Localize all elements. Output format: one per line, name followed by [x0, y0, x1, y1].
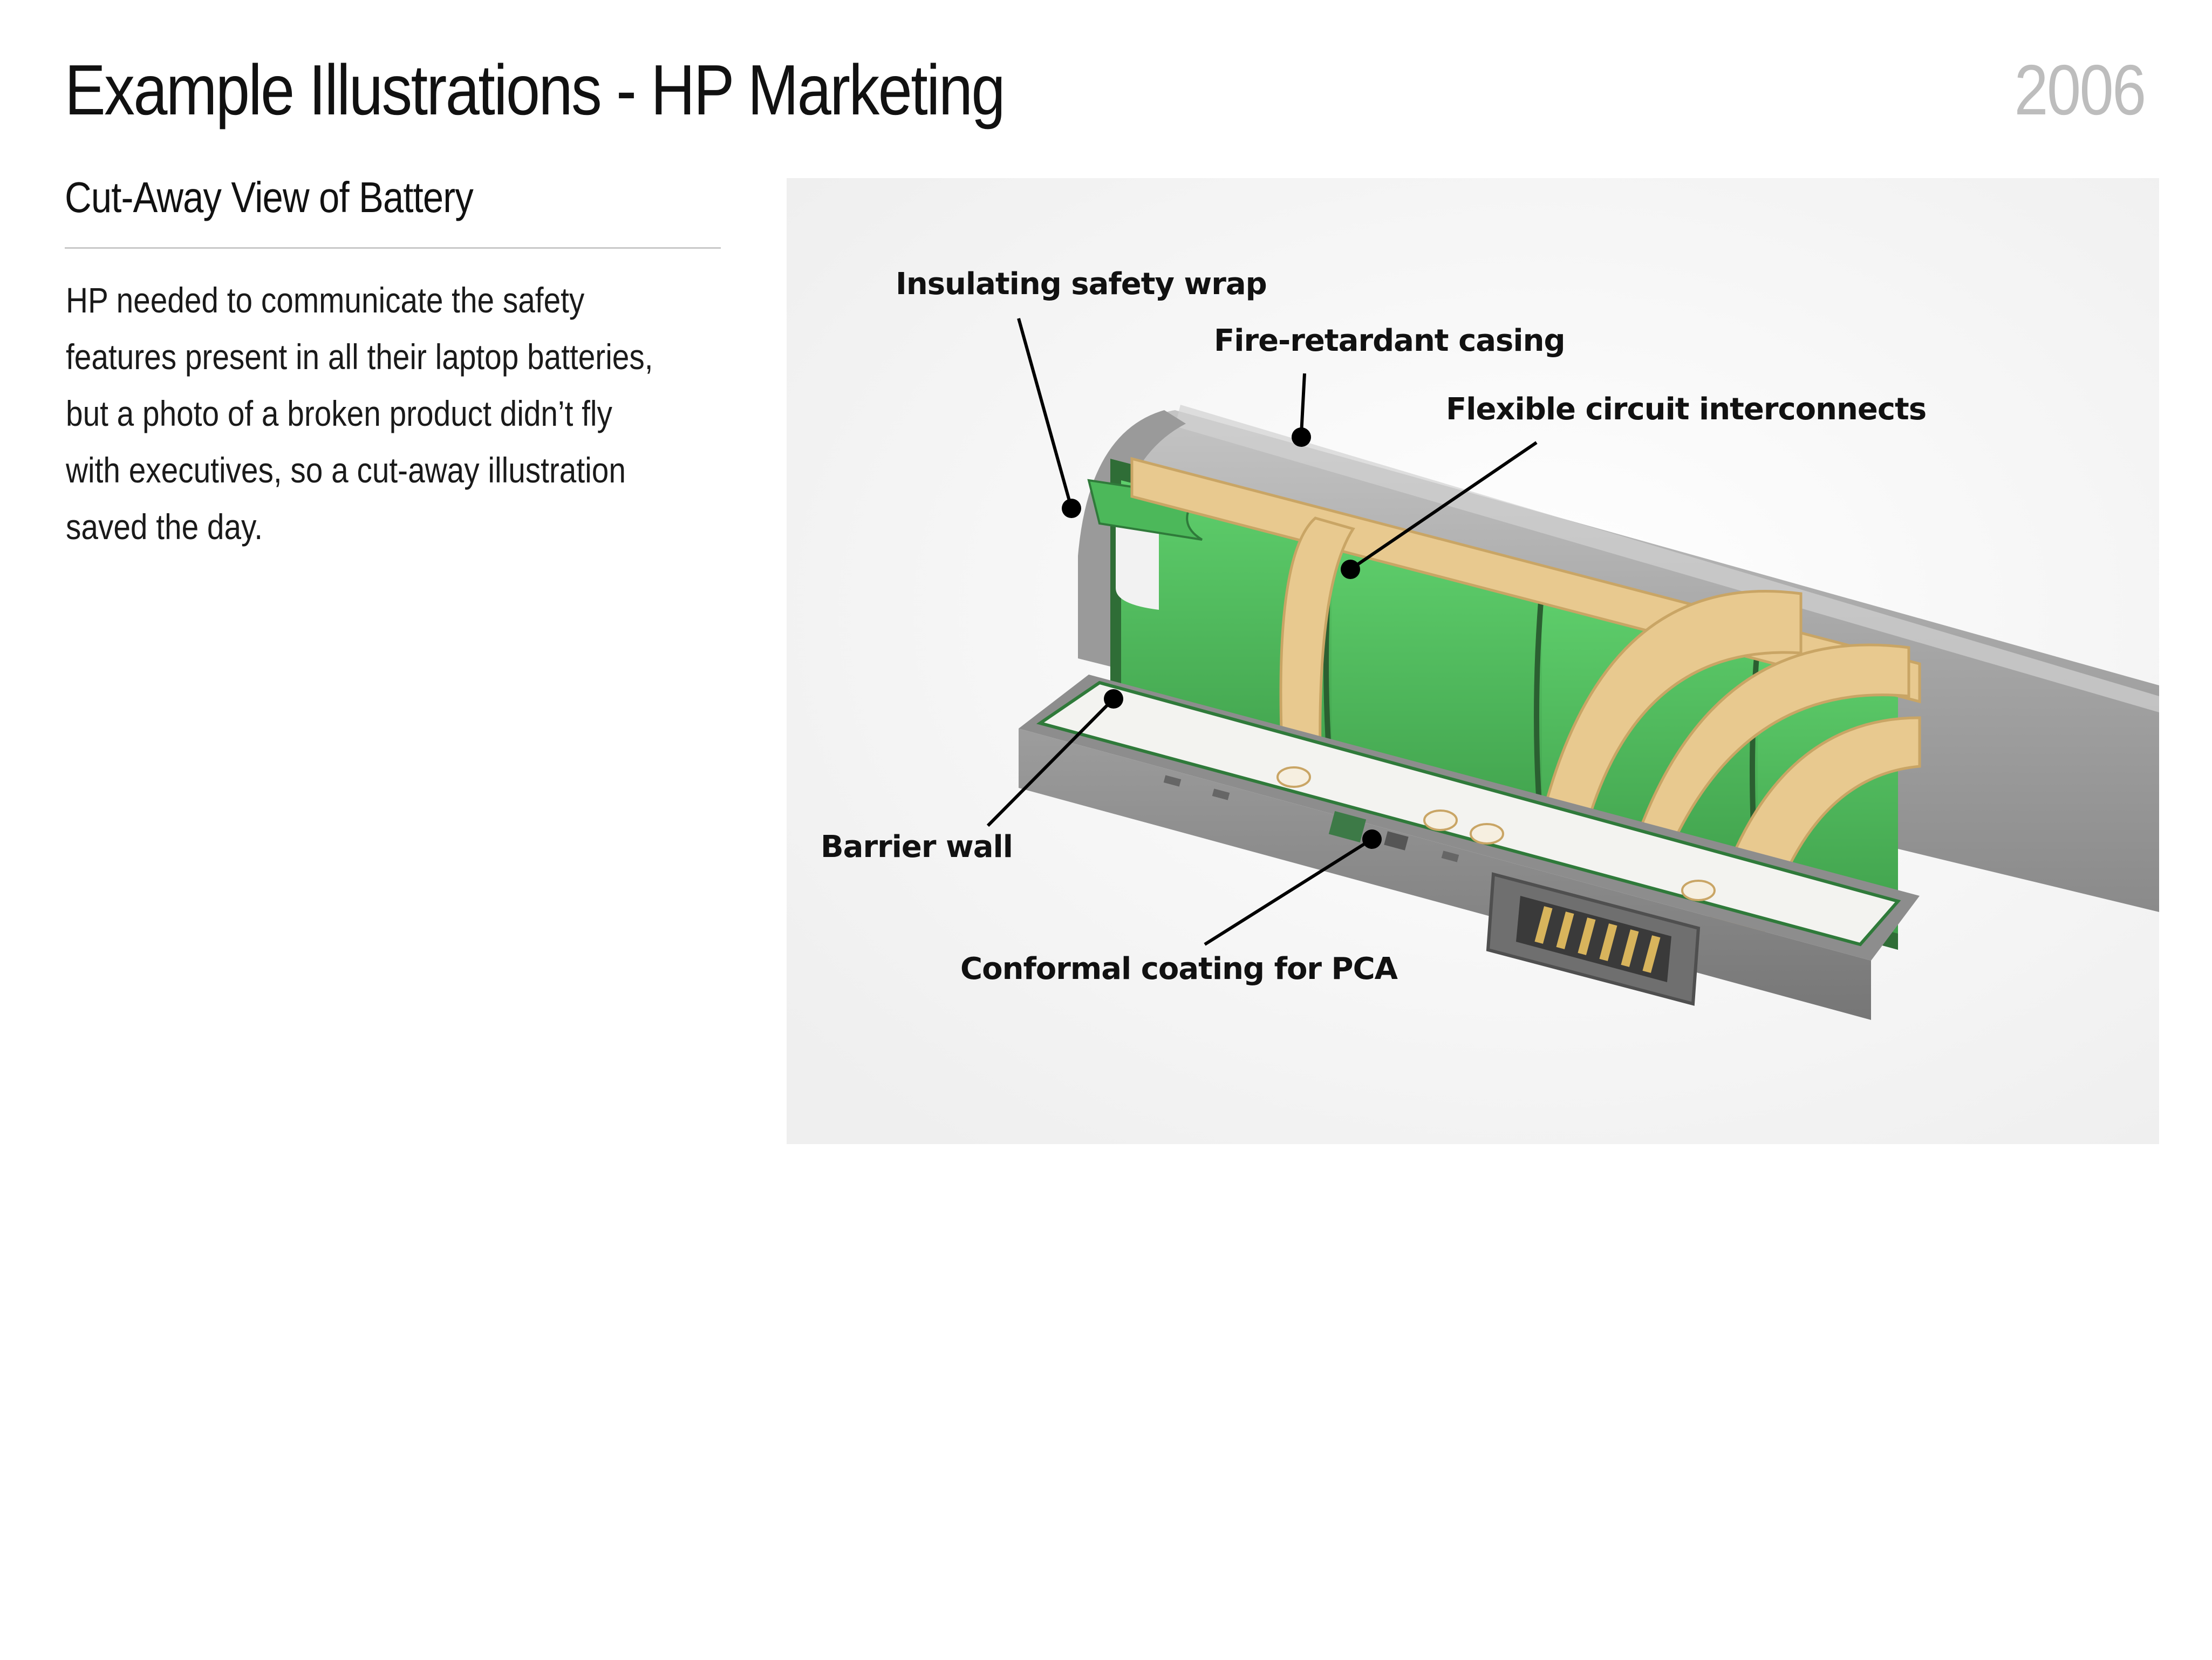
casing-end-cap [1078, 410, 1186, 666]
leader-lines [986, 318, 1538, 946]
pcb-chip [1212, 788, 1230, 800]
pcb-solder-pad [1470, 823, 1504, 845]
description-line: saved the day. [66, 507, 263, 547]
description-line: but a photo of a broken product didn’t f… [66, 393, 612, 433]
pcb-solder-pad [1681, 880, 1716, 901]
pcb-chip [1163, 775, 1182, 787]
callout-barrier-wall: Barrier wall [821, 829, 1013, 865]
description-line: with executives, so a cut-away illustrat… [66, 450, 626, 490]
callout-conformal-coating: Conformal coating for PCA [960, 951, 1398, 987]
callout-insulating-safety-wrap: Insulating safety wrap [896, 267, 1267, 302]
section-title: Cut-Away View of Battery [65, 173, 474, 221]
connector-pins [1534, 906, 1661, 973]
pcb-solder-pad [1423, 809, 1458, 831]
battery-cutaway-svg: Insulating safety wrap Fire-retardant ca… [787, 178, 2159, 1144]
leader-dots [1062, 427, 1382, 849]
battery-cutaway-illustration: Insulating safety wrap Fire-retardant ca… [787, 178, 2159, 1144]
pcb-chip [1441, 851, 1459, 862]
battery-connector-socket [1516, 896, 1671, 982]
casing-highlight [1175, 405, 2159, 712]
pcb-board [1036, 681, 1901, 947]
description-line: HP needed to communicate the safety [66, 280, 585, 320]
pcb-chip [1384, 831, 1409, 851]
section-divider [65, 247, 721, 249]
callout-fire-retardant-casing: Fire-retardant casing [1214, 323, 1565, 358]
pcb-chip [1328, 811, 1367, 842]
year-label: 2006 [2014, 50, 2147, 130]
description-line: features present in all their laptop bat… [66, 337, 653, 377]
description-text: HP needed to communicate the safety feat… [66, 272, 715, 555]
callout-flexible-circuit-interconnects: Flexible circuit interconnects [1446, 392, 1926, 427]
page-title: Example Illustrations - HP Marketing [65, 50, 1006, 130]
pcb-solder-pad [1276, 766, 1311, 788]
